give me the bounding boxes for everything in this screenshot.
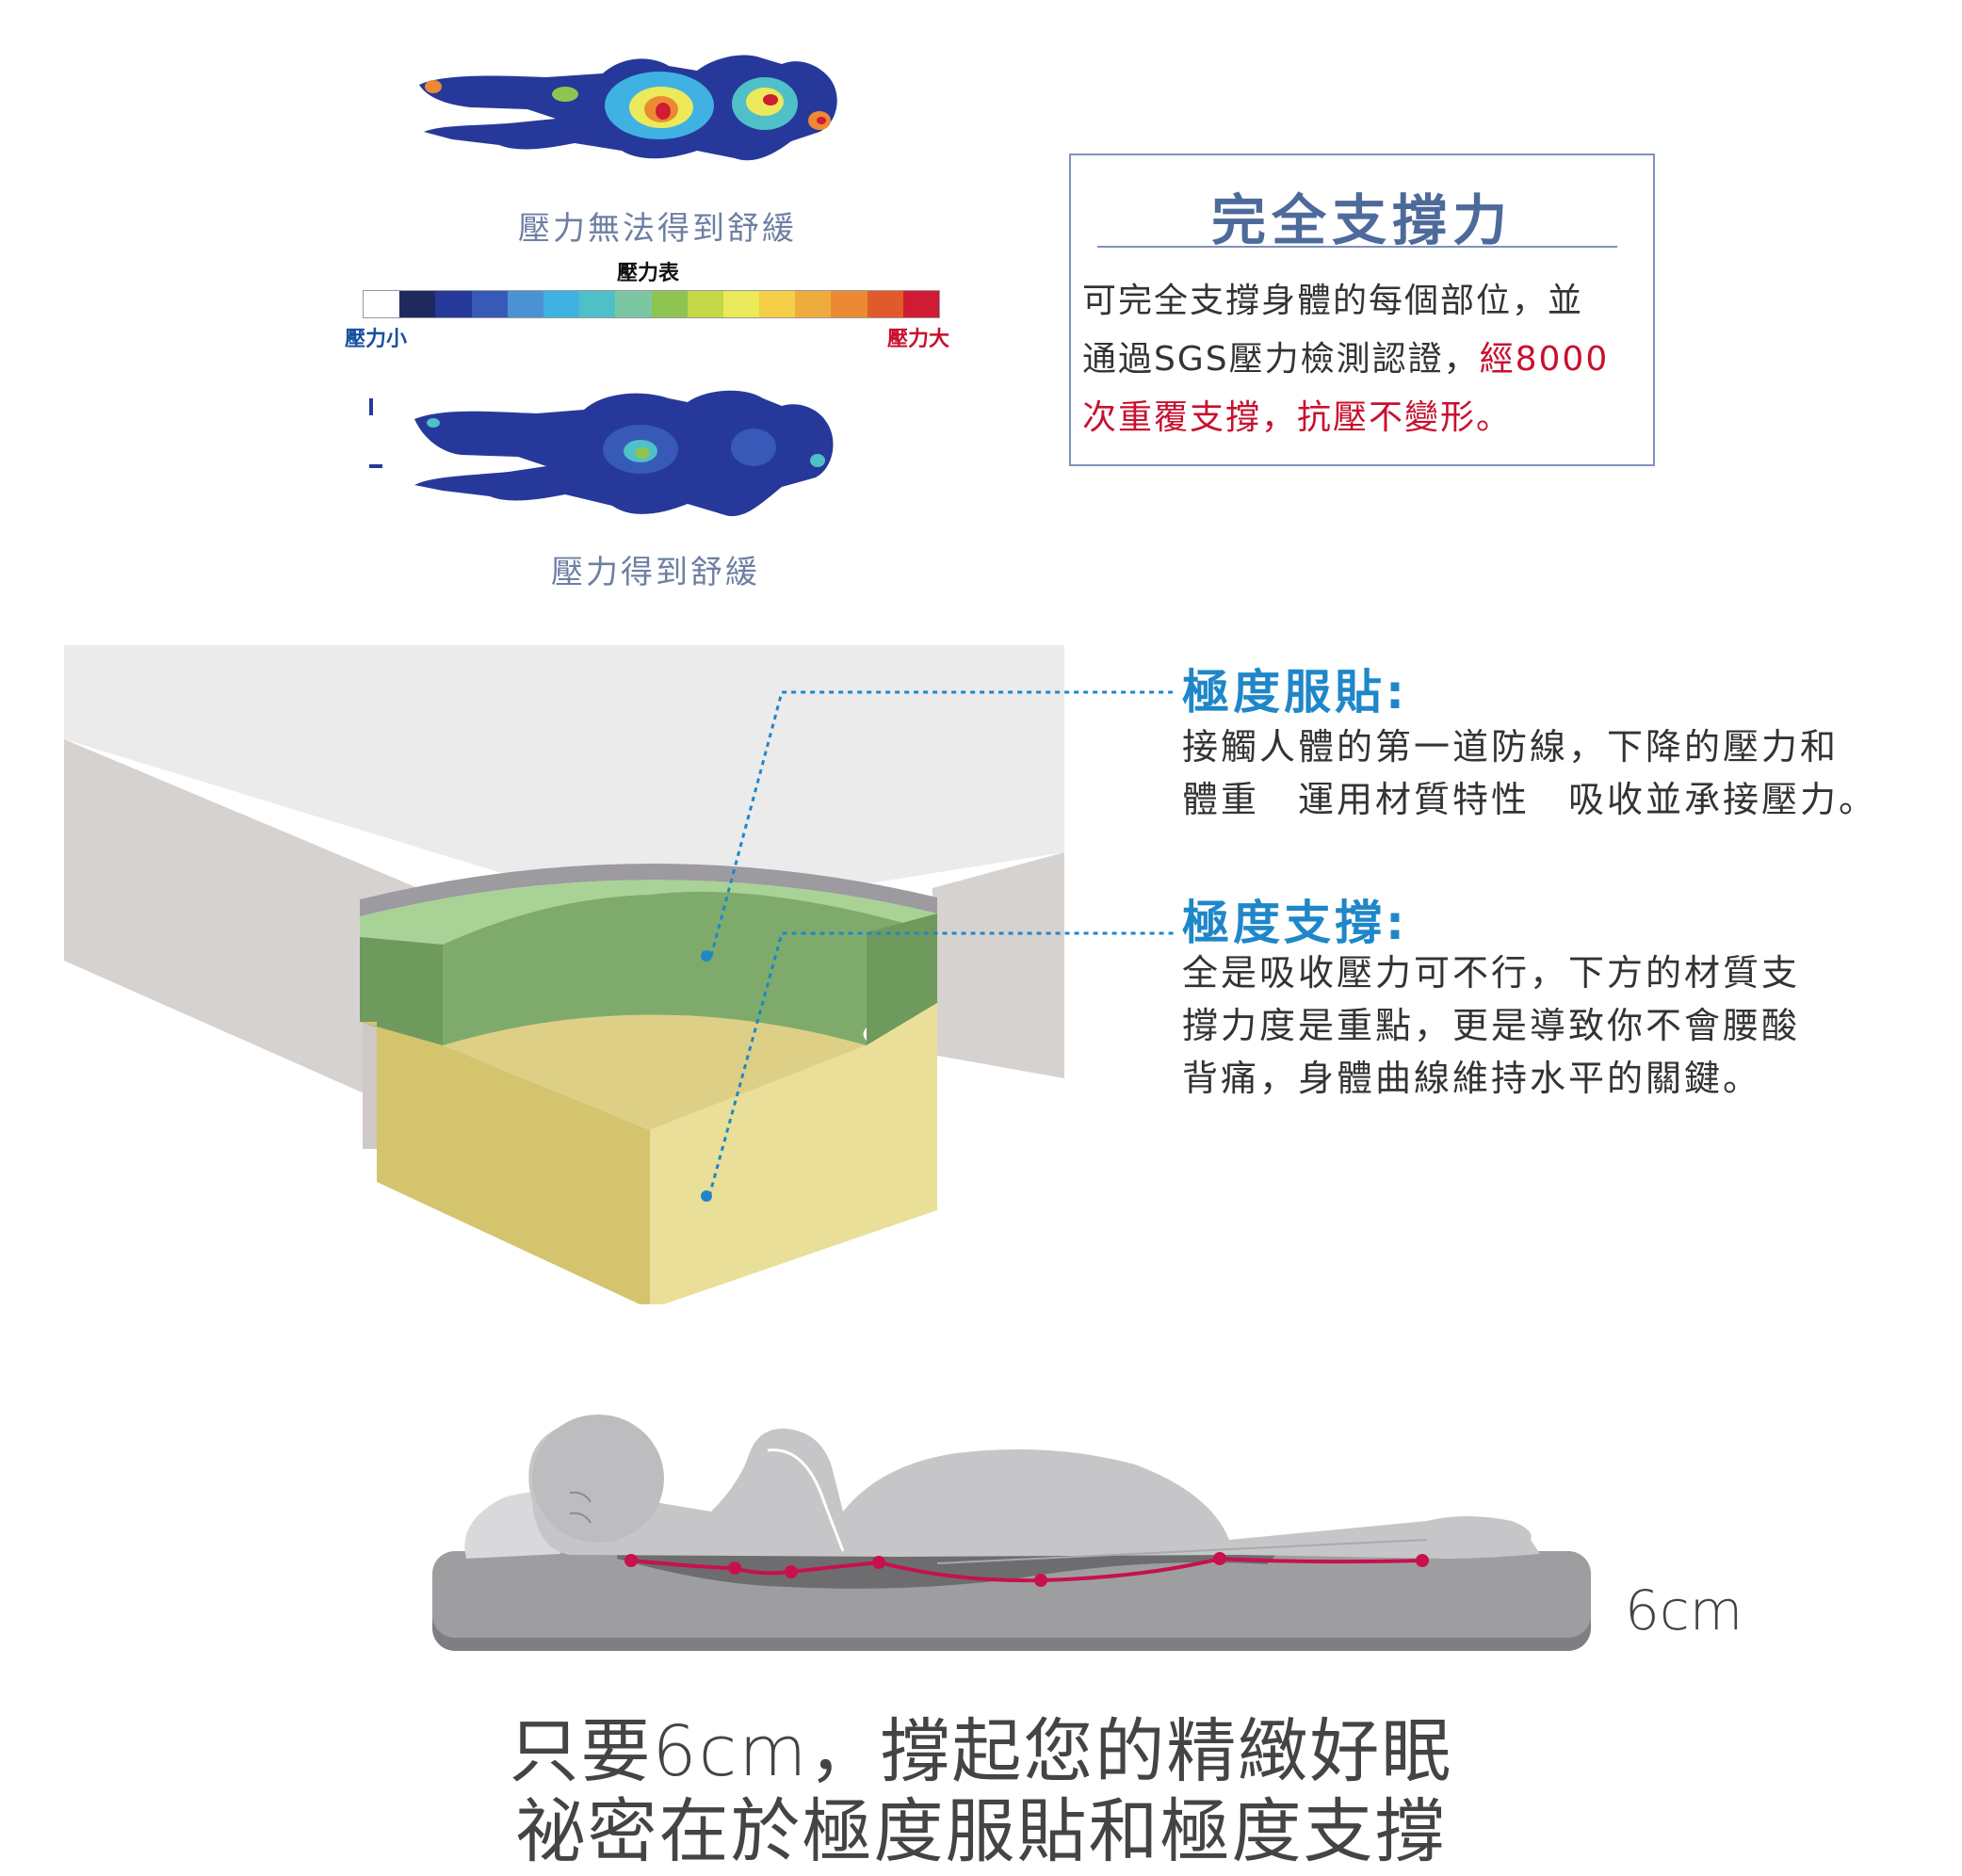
legend-swatch — [507, 291, 543, 317]
spine-point — [785, 1565, 798, 1578]
legend-swatch — [543, 291, 580, 317]
cover-layer — [360, 863, 937, 916]
feature-comfort-body: 接觸人體的第一道防線，下降的壓力和 體重 運用材質特性 吸收並承接壓力。 — [1182, 720, 1954, 826]
mattress-body-indent — [617, 1551, 1276, 1589]
support-box-line-2a: 通過SGS壓力檢測認證， — [1082, 340, 1480, 379]
support-layer-right-face — [650, 1003, 937, 1304]
support-layer-left-face — [360, 1022, 650, 1304]
legend-title: 壓力表 — [617, 262, 680, 285]
legend-swatch — [831, 291, 867, 317]
legend-swatch — [722, 291, 760, 317]
spine-point — [872, 1556, 885, 1569]
person-silhouette — [528, 1415, 1540, 1564]
comfort-layer — [360, 891, 937, 1050]
pressure-legend-bar — [363, 290, 940, 318]
spine-point — [1416, 1554, 1429, 1567]
legend-swatch — [902, 291, 939, 317]
sleeping-figure-illustration — [432, 1415, 1591, 1651]
feature-comfort-line-2: 體重 運用材質特性 吸收並承接壓力。 — [1182, 779, 1878, 820]
comfort-layer-top — [360, 880, 937, 945]
comfort-layer-right-face — [867, 914, 937, 1045]
caption-pressure-before: 壓力無法得到舒緩 — [518, 210, 797, 248]
legend-high-label: 壓力大 — [887, 328, 950, 351]
mattress-top-surface — [64, 645, 1064, 918]
support-box-line-3: 次重覆支撐，抗壓不變形。 — [1082, 398, 1513, 437]
support-box-divider — [1097, 246, 1617, 248]
mattress-right-side — [932, 852, 1064, 1078]
feature-support-line-3: 背痛，身體曲線維持水平的關鍵。 — [1182, 1058, 1762, 1099]
pressure-map-before — [419, 55, 837, 161]
legend-swatch — [615, 291, 652, 317]
legend-swatch — [435, 291, 472, 317]
support-box-title: 完全支撐力 — [1210, 188, 1513, 252]
feature-support-heading: 極度支撐: — [1182, 896, 1408, 950]
spine-point — [1034, 1574, 1047, 1587]
thickness-label: 6cm — [1625, 1578, 1743, 1642]
feature-comfort-heading: 極度服貼: — [1182, 665, 1408, 720]
caption-pressure-after: 壓力得到舒緩 — [551, 554, 760, 591]
legend-swatch — [651, 291, 688, 317]
support-box-line-1: 可完全支撐身體的每個部位，並 — [1082, 282, 1584, 320]
legend-swatch — [399, 291, 436, 317]
leader-dot-comfort — [701, 950, 712, 962]
support-box-line-2: 通過SGS壓力檢測認證，經8000 — [1082, 331, 1647, 389]
spine-point — [1213, 1552, 1226, 1565]
legend-low-label: 壓力小 — [345, 328, 408, 351]
support-box-line-2b: 經8000 — [1479, 340, 1610, 379]
feature-support-line-2: 撐力度是重點，更是導致你不會腰酸 — [1182, 1005, 1801, 1046]
legend-swatch — [687, 291, 723, 317]
slogan-line-1: 只要6cm，撐起您的精緻好眠 — [509, 1711, 1453, 1792]
leader-dot-support — [701, 1190, 712, 1202]
legend-swatch — [471, 291, 508, 317]
spine-curve — [624, 1552, 1429, 1587]
feature-support-line-1: 全是吸收壓力可不行，下方的材質支 — [1182, 952, 1801, 994]
slogan-line-2: 祕密在於極度服貼和極度支撐 — [515, 1791, 1447, 1872]
support-info-box: 完全支撐力 可完全支撐身體的每個部位，並 通過SGS壓力檢測認證，經8000 次… — [1069, 154, 1655, 466]
spine-point — [624, 1554, 638, 1567]
support-box-body: 可完全支撐身體的每個部位，並 通過SGS壓力檢測認證，經8000 次重覆支撐，抗… — [1082, 272, 1647, 447]
feature-comfort-line-1: 接觸人體的第一道防線，下降的壓力和 — [1182, 726, 1840, 768]
legend-swatch — [364, 291, 400, 317]
body-silhouette-before — [419, 55, 837, 161]
support-layer-top — [443, 1014, 867, 1130]
feature-support-body: 全是吸收壓力可不行，下方的材質支 撐力度是重點，更是導致你不會腰酸 背痛，身體曲… — [1182, 946, 1954, 1105]
mattress-cutaway-illustration — [64, 645, 1177, 1304]
pressure-map-after — [369, 390, 834, 517]
comfort-layer-left-face — [360, 937, 443, 1045]
legend-swatch — [759, 291, 796, 317]
legend-swatch — [579, 291, 616, 317]
body-silhouette-after — [369, 390, 834, 517]
legend-swatch — [795, 291, 832, 317]
spine-point — [728, 1561, 741, 1575]
legend-swatch — [867, 291, 903, 317]
